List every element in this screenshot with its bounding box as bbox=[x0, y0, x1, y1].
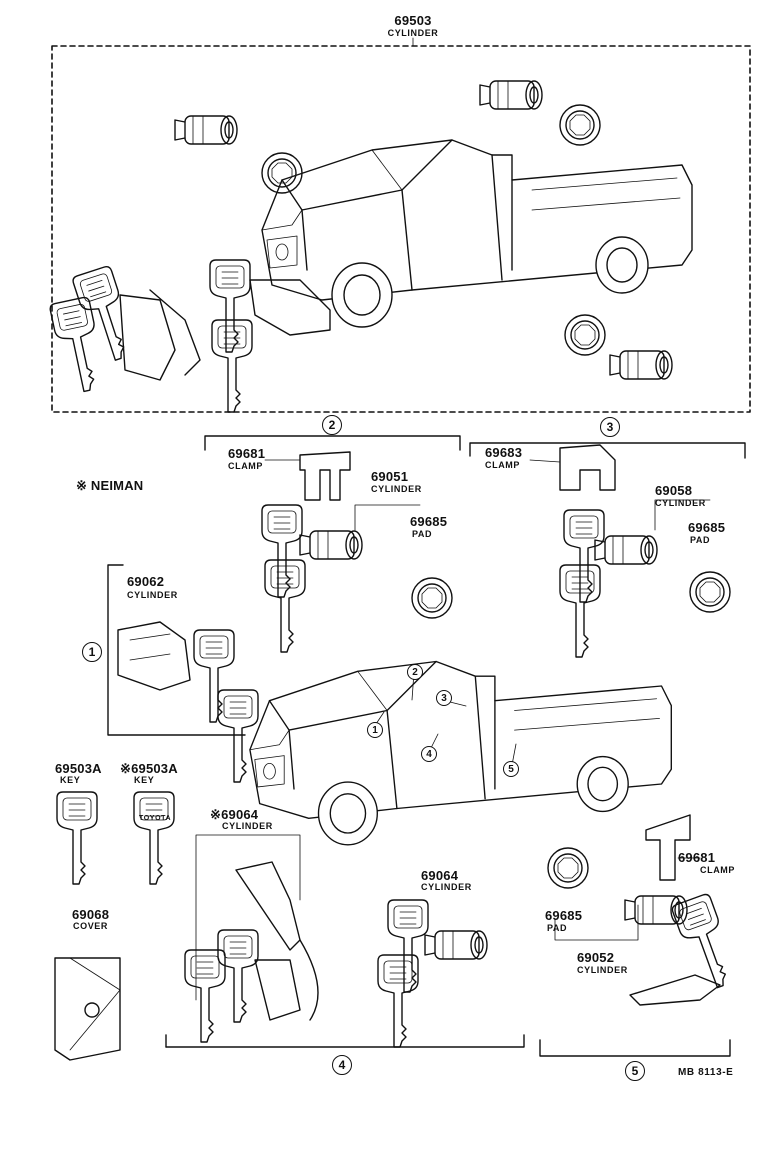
truck-callout-2: 2 bbox=[407, 664, 423, 680]
part-name-69503: CYLINDER bbox=[387, 28, 439, 38]
part-number-69503: 69503 bbox=[394, 13, 432, 28]
part-number-69681-c: 69681 bbox=[678, 850, 716, 865]
part-name-cylinder: CYLINDER bbox=[371, 484, 422, 494]
callout-3-top: 3 bbox=[600, 417, 620, 437]
drawing-code: MB 8113-E bbox=[678, 1067, 734, 1078]
part-name-cylinder-69052: CYLINDER bbox=[577, 965, 628, 975]
part-name-cover: COVER bbox=[73, 921, 109, 931]
part-number-69058: 69058 bbox=[655, 483, 693, 498]
part-name-pad-b: PAD bbox=[690, 535, 711, 545]
part-number-69064: 69064 bbox=[421, 868, 459, 883]
truck-callout-4: 4 bbox=[421, 746, 437, 762]
part-number-69064-neiman: ※69064 bbox=[210, 807, 259, 822]
part-number-69052: 69052 bbox=[577, 950, 615, 965]
part-name-cylinder-69058: CYLINDER bbox=[655, 498, 706, 508]
part-name-pad-c: PAD bbox=[547, 923, 568, 933]
part-name-key-a: KEY bbox=[60, 775, 81, 785]
part-number-69685-b: 69685 bbox=[688, 520, 726, 535]
part-number-69062: 69062 bbox=[127, 574, 165, 589]
part-name-cylinder-69064: CYLINDER bbox=[421, 882, 472, 892]
part-name-cylinder-69064-neiman: CYLINDER bbox=[222, 821, 273, 831]
part-name-clamp-69683: CLAMP bbox=[485, 460, 520, 470]
callout-1: 1 bbox=[82, 642, 102, 662]
part-name-key-b: KEY bbox=[134, 775, 155, 785]
callout-2-top: 2 bbox=[322, 415, 342, 435]
part-name-clamp: CLAMP bbox=[228, 461, 263, 471]
part-number-69503a-neiman: ※69503A bbox=[120, 761, 178, 776]
neiman-note: ※ NEIMAN bbox=[76, 478, 144, 493]
part-number-69681: 69681 bbox=[228, 446, 266, 461]
part-number-69051: 69051 bbox=[371, 469, 409, 484]
part-number-69685-c: 69685 bbox=[545, 908, 583, 923]
part-number-69503a: 69503A bbox=[55, 761, 102, 776]
part-number-69685-a: 69685 bbox=[410, 514, 448, 529]
part-number-69068: 69068 bbox=[72, 907, 110, 922]
truck-callout-3: 3 bbox=[436, 690, 452, 706]
part-number-69683: 69683 bbox=[485, 445, 523, 460]
part-name-clamp-c: CLAMP bbox=[700, 865, 735, 875]
part-name-cylinder-69062: CYLINDER bbox=[127, 590, 178, 600]
callout-5: 5 bbox=[625, 1061, 645, 1081]
key-tag-text: TOYOTA bbox=[139, 815, 172, 822]
truck-callout-5: 5 bbox=[503, 761, 519, 777]
part-name-pad-a: PAD bbox=[412, 529, 433, 539]
callout-4: 4 bbox=[332, 1055, 352, 1075]
truck-callout-1: 1 bbox=[367, 722, 383, 738]
